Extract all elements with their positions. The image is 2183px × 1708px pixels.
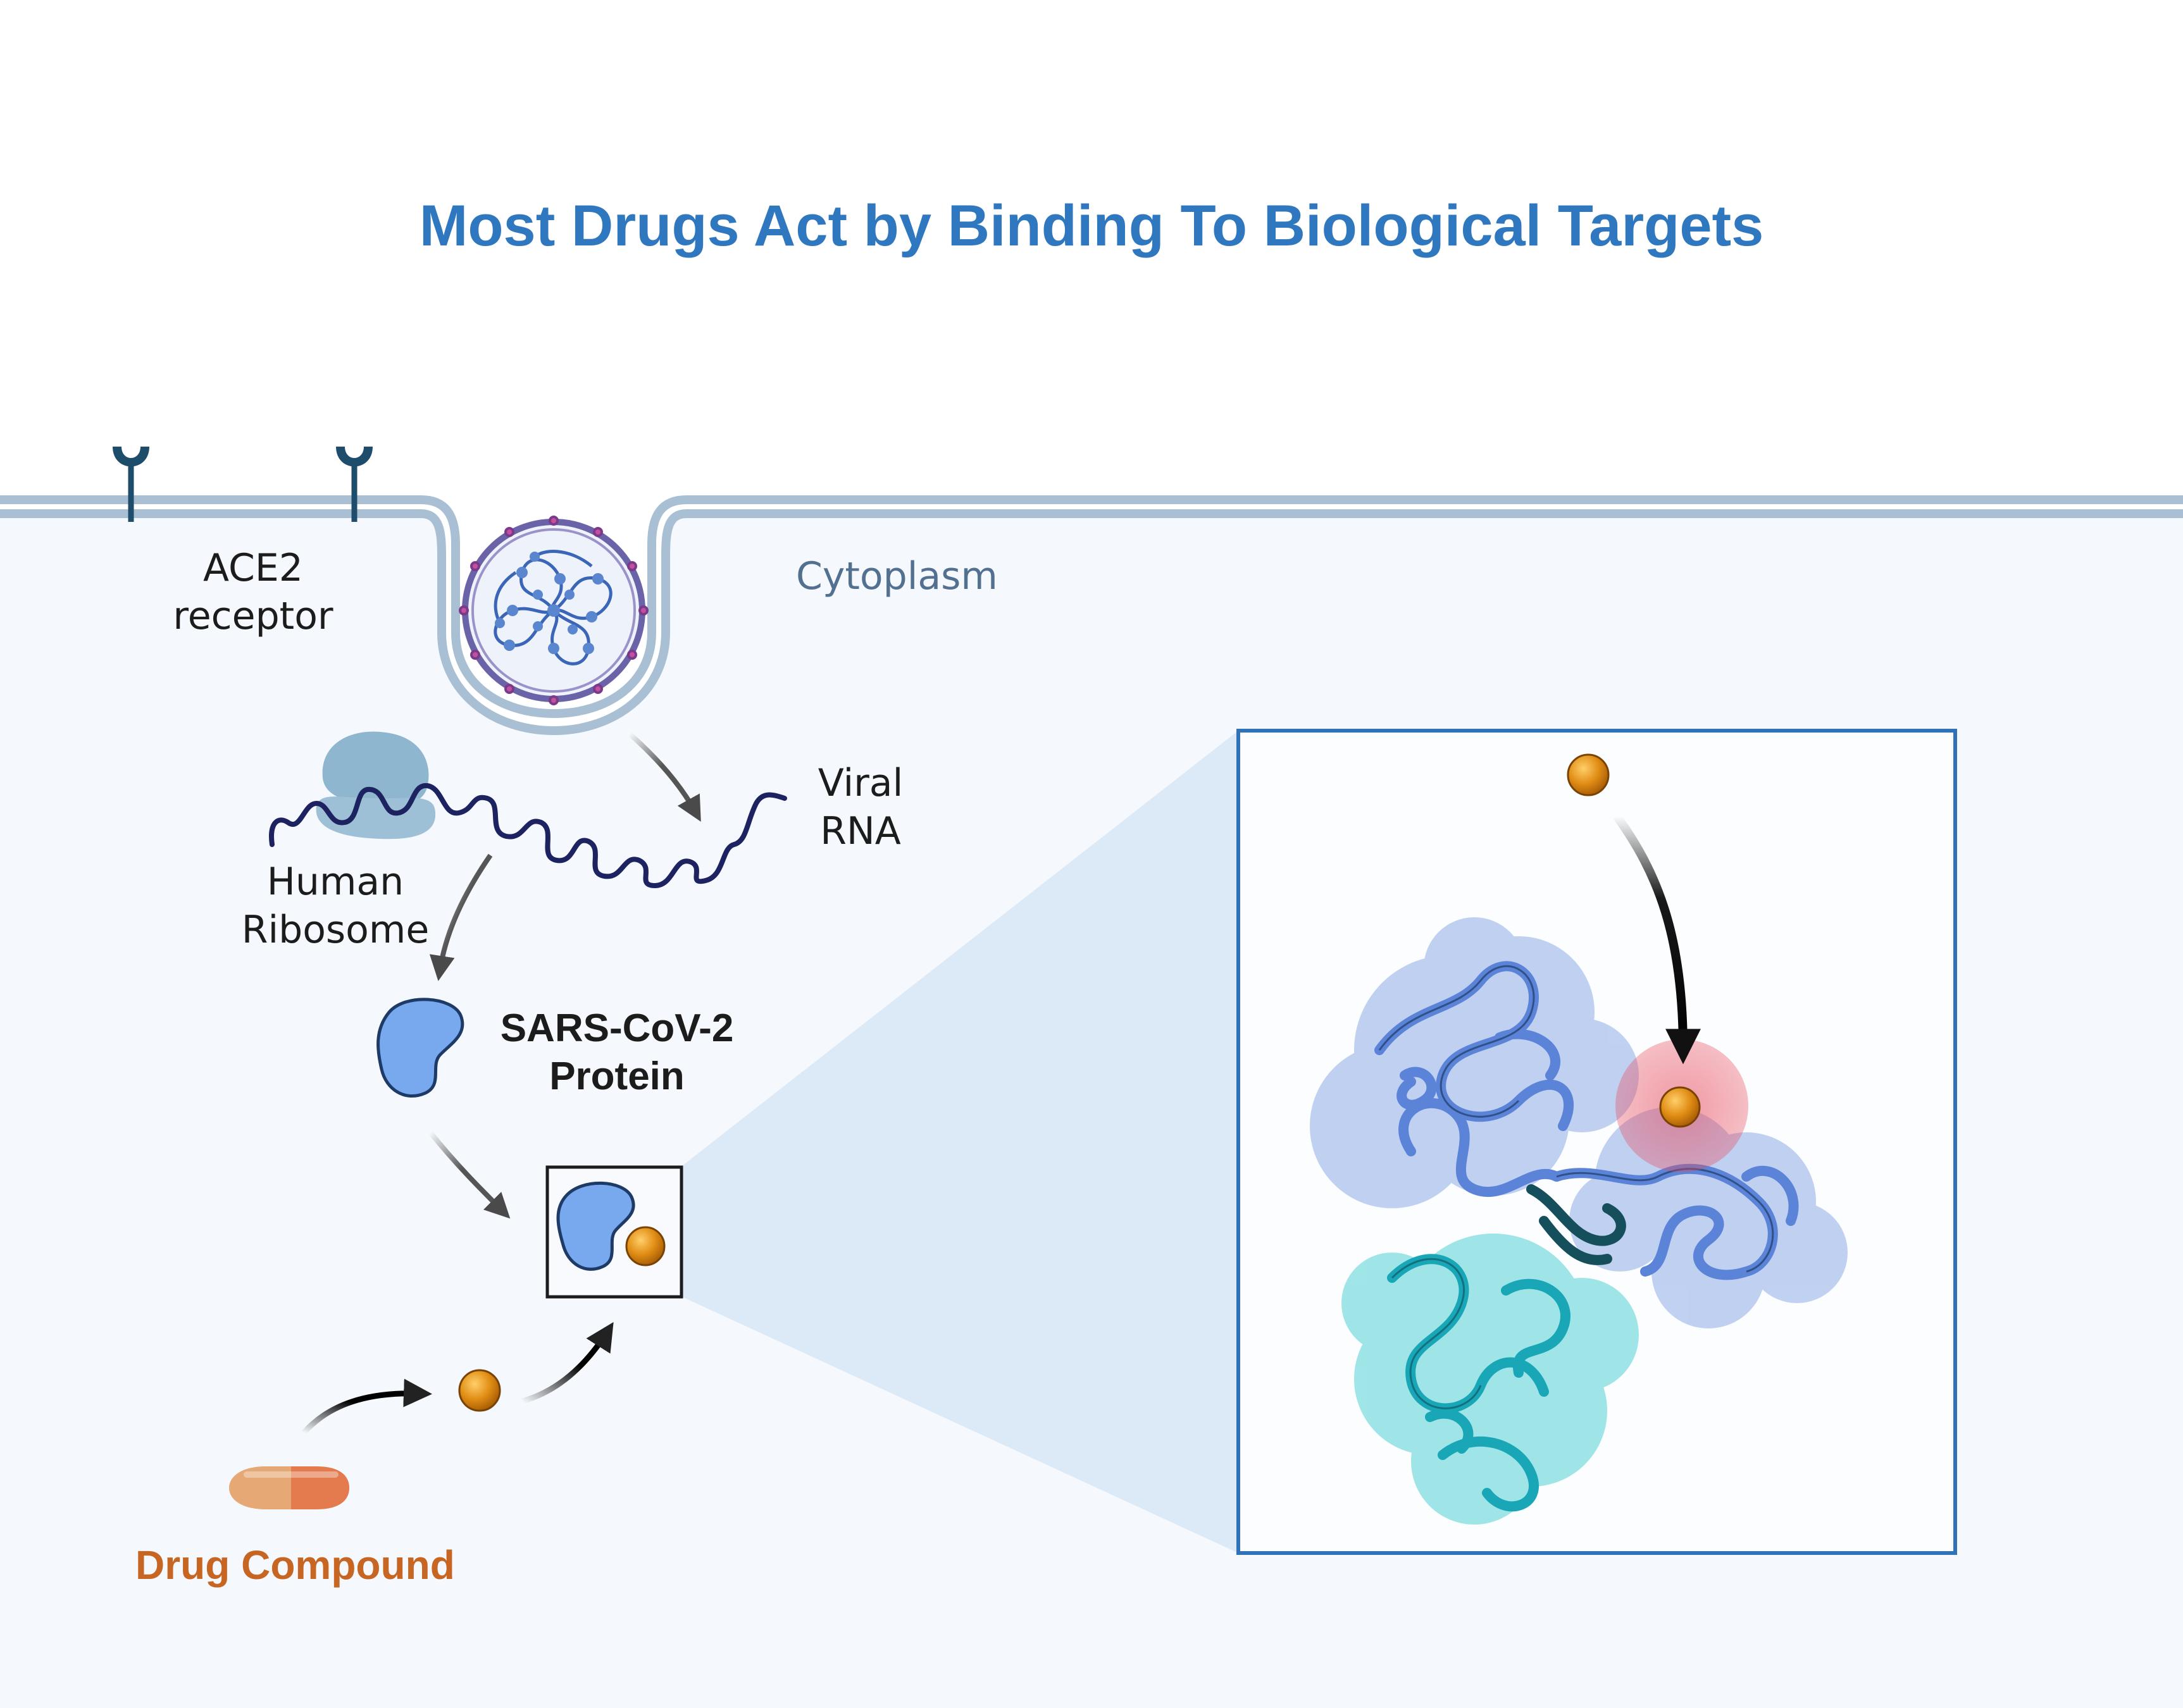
drug-sphere-icon	[1567, 753, 1610, 796]
ribosome-label-line2: Ribosome	[241, 908, 430, 952]
arrow-ribosome-to-protein	[429, 853, 493, 981]
arrow-drug-to-complex	[521, 1321, 614, 1404]
protein-label-line1: SARS-CoV-2	[500, 1006, 734, 1050]
virus-icon	[459, 516, 649, 705]
arrow-virus-to-rna	[628, 732, 701, 822]
rna-strand-icon	[269, 783, 787, 889]
ace2-label-line1: ACE2	[203, 546, 303, 590]
capsule-icon	[229, 1466, 349, 1509]
ace2-receptor-icon	[113, 447, 149, 522]
arrow-drug-to-site	[1613, 813, 1701, 1065]
binding-complex-box	[545, 1165, 683, 1299]
drug-sphere-icon	[1659, 1086, 1701, 1128]
ace2-receptor-icon	[336, 447, 373, 522]
drug-sphere-icon	[625, 1226, 666, 1266]
ace2-label: ACE2 receptor	[158, 544, 348, 640]
zoom-wedge	[682, 731, 1238, 1553]
cytoplasm-label: Cytoplasm	[796, 554, 998, 598]
protein-label: SARS-CoV-2 Protein	[487, 1005, 747, 1101]
protein-label-line2: Protein	[549, 1055, 685, 1098]
viral-rna-label: Viral RNA	[785, 759, 936, 855]
viral-rna-label-line1: Viral	[818, 761, 904, 805]
ace2-label-line2: receptor	[173, 594, 333, 638]
drug-compound-label: Drug Compound	[135, 1542, 455, 1588]
arrow-capsule-to-drug	[301, 1378, 432, 1435]
arrow-protein-to-complex	[428, 1130, 511, 1219]
drug-sphere-icon	[458, 1369, 501, 1412]
protein-structure-icon	[1310, 917, 1848, 1525]
ribosome-label: Human Ribosome	[228, 858, 443, 954]
zoom-inset	[1236, 729, 1957, 1555]
ribosome-label-line1: Human	[266, 860, 404, 904]
ribosome-icon	[316, 731, 436, 839]
viral-rna-label-line2: RNA	[820, 809, 901, 853]
protein-icon	[376, 998, 464, 1098]
page-title: Most Drugs Act by Binding To Biological …	[419, 194, 1764, 258]
